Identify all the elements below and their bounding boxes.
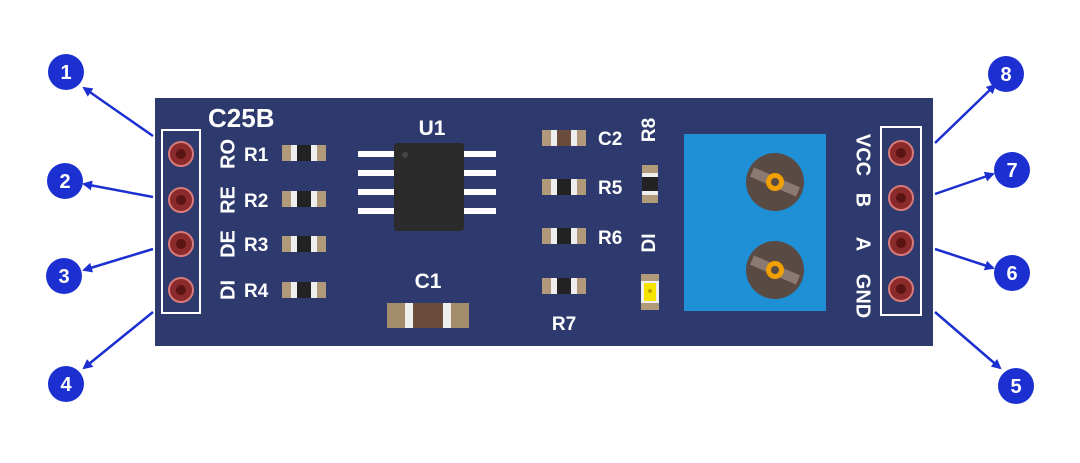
capacitor-c1-label: C1 [415,270,442,293]
resistor-r3 [282,236,326,252]
svg-text:4: 4 [60,374,72,396]
right-pin-b [888,185,914,211]
callout-badge-8: 8 [988,56,1024,92]
right-pin-label-gnd: GND [852,274,874,318]
callout-badge-2: 2 [47,163,83,199]
resistor-r6 [542,228,586,244]
left-pin-3 [168,231,194,257]
callout-arrow-5 [934,311,1002,370]
capacitor-c2 [542,130,586,146]
led-label: DI [639,234,660,253]
resistor-label-r1: R1 [244,145,269,166]
chip-label: U1 [419,117,446,140]
left-pin-2 [168,187,194,213]
svg-text:5: 5 [1010,376,1021,398]
right-pin-label-vcc: VCC [852,134,874,176]
callout-badge-6: 6 [994,255,1030,291]
resistor-r5-label: R5 [598,178,623,199]
capacitor-c2-label: C2 [598,129,622,150]
resistor-r2 [282,191,326,207]
resistor-label-r4: R4 [244,281,269,302]
right-pin-gnd [888,276,914,302]
callout-arrow-6 [934,247,995,271]
callout-badge-4: 4 [48,366,84,402]
chip-u1 [358,143,496,231]
left-pin-4 [168,277,194,303]
svg-text:1: 1 [60,62,71,84]
svg-text:7: 7 [1006,160,1017,182]
left-pin-label-di: DI [217,280,239,300]
terminal-screw-top [746,153,804,211]
board-label: C25B [208,103,274,133]
right-pin-label-a: A [852,237,874,251]
resistor-r8-label: R8 [639,118,660,142]
left-pin-label-re: RE [217,186,239,214]
svg-text:6: 6 [1006,263,1017,285]
left-pin-label-de: DE [217,230,239,258]
capacitor-c1 [387,303,469,328]
callout-badge-3: 3 [46,258,82,294]
terminal-screw-bottom [746,241,804,299]
right-pin-label-b: B [852,193,874,207]
left-pin-label-ro: RO [217,139,239,169]
terminal-block [684,134,826,311]
resistor-r1 [282,145,326,161]
svg-text:3: 3 [58,266,69,288]
right-pin-a [888,230,914,256]
callout-arrow-1 [82,86,154,138]
callout-arrow-7 [934,171,995,196]
resistor-r6-label: R6 [598,228,622,249]
led-indicator [641,274,659,310]
callout-arrow-4 [82,311,154,370]
svg-text:8: 8 [1000,64,1011,86]
resistor-r7-label: R7 [552,314,576,335]
callout-arrow-8 [934,83,997,144]
resistor-label-r3: R3 [244,235,268,256]
resistor-r8 [642,165,658,203]
resistor-r7 [542,278,586,294]
resistor-r5 [542,179,586,195]
callout-arrow-2 [82,180,154,199]
resistor-r4 [282,282,326,298]
callout-badge-7: 7 [994,152,1030,188]
callout-arrow-3 [82,247,154,273]
svg-text:2: 2 [59,171,70,193]
right-header-outline [880,126,922,316]
callout-badge-5: 5 [998,368,1034,404]
left-pin-1 [168,141,194,167]
callout-badge-1: 1 [48,54,84,90]
right-pin-vcc [888,140,914,166]
resistor-label-r2: R2 [244,191,268,212]
left-header-outline [161,129,201,314]
